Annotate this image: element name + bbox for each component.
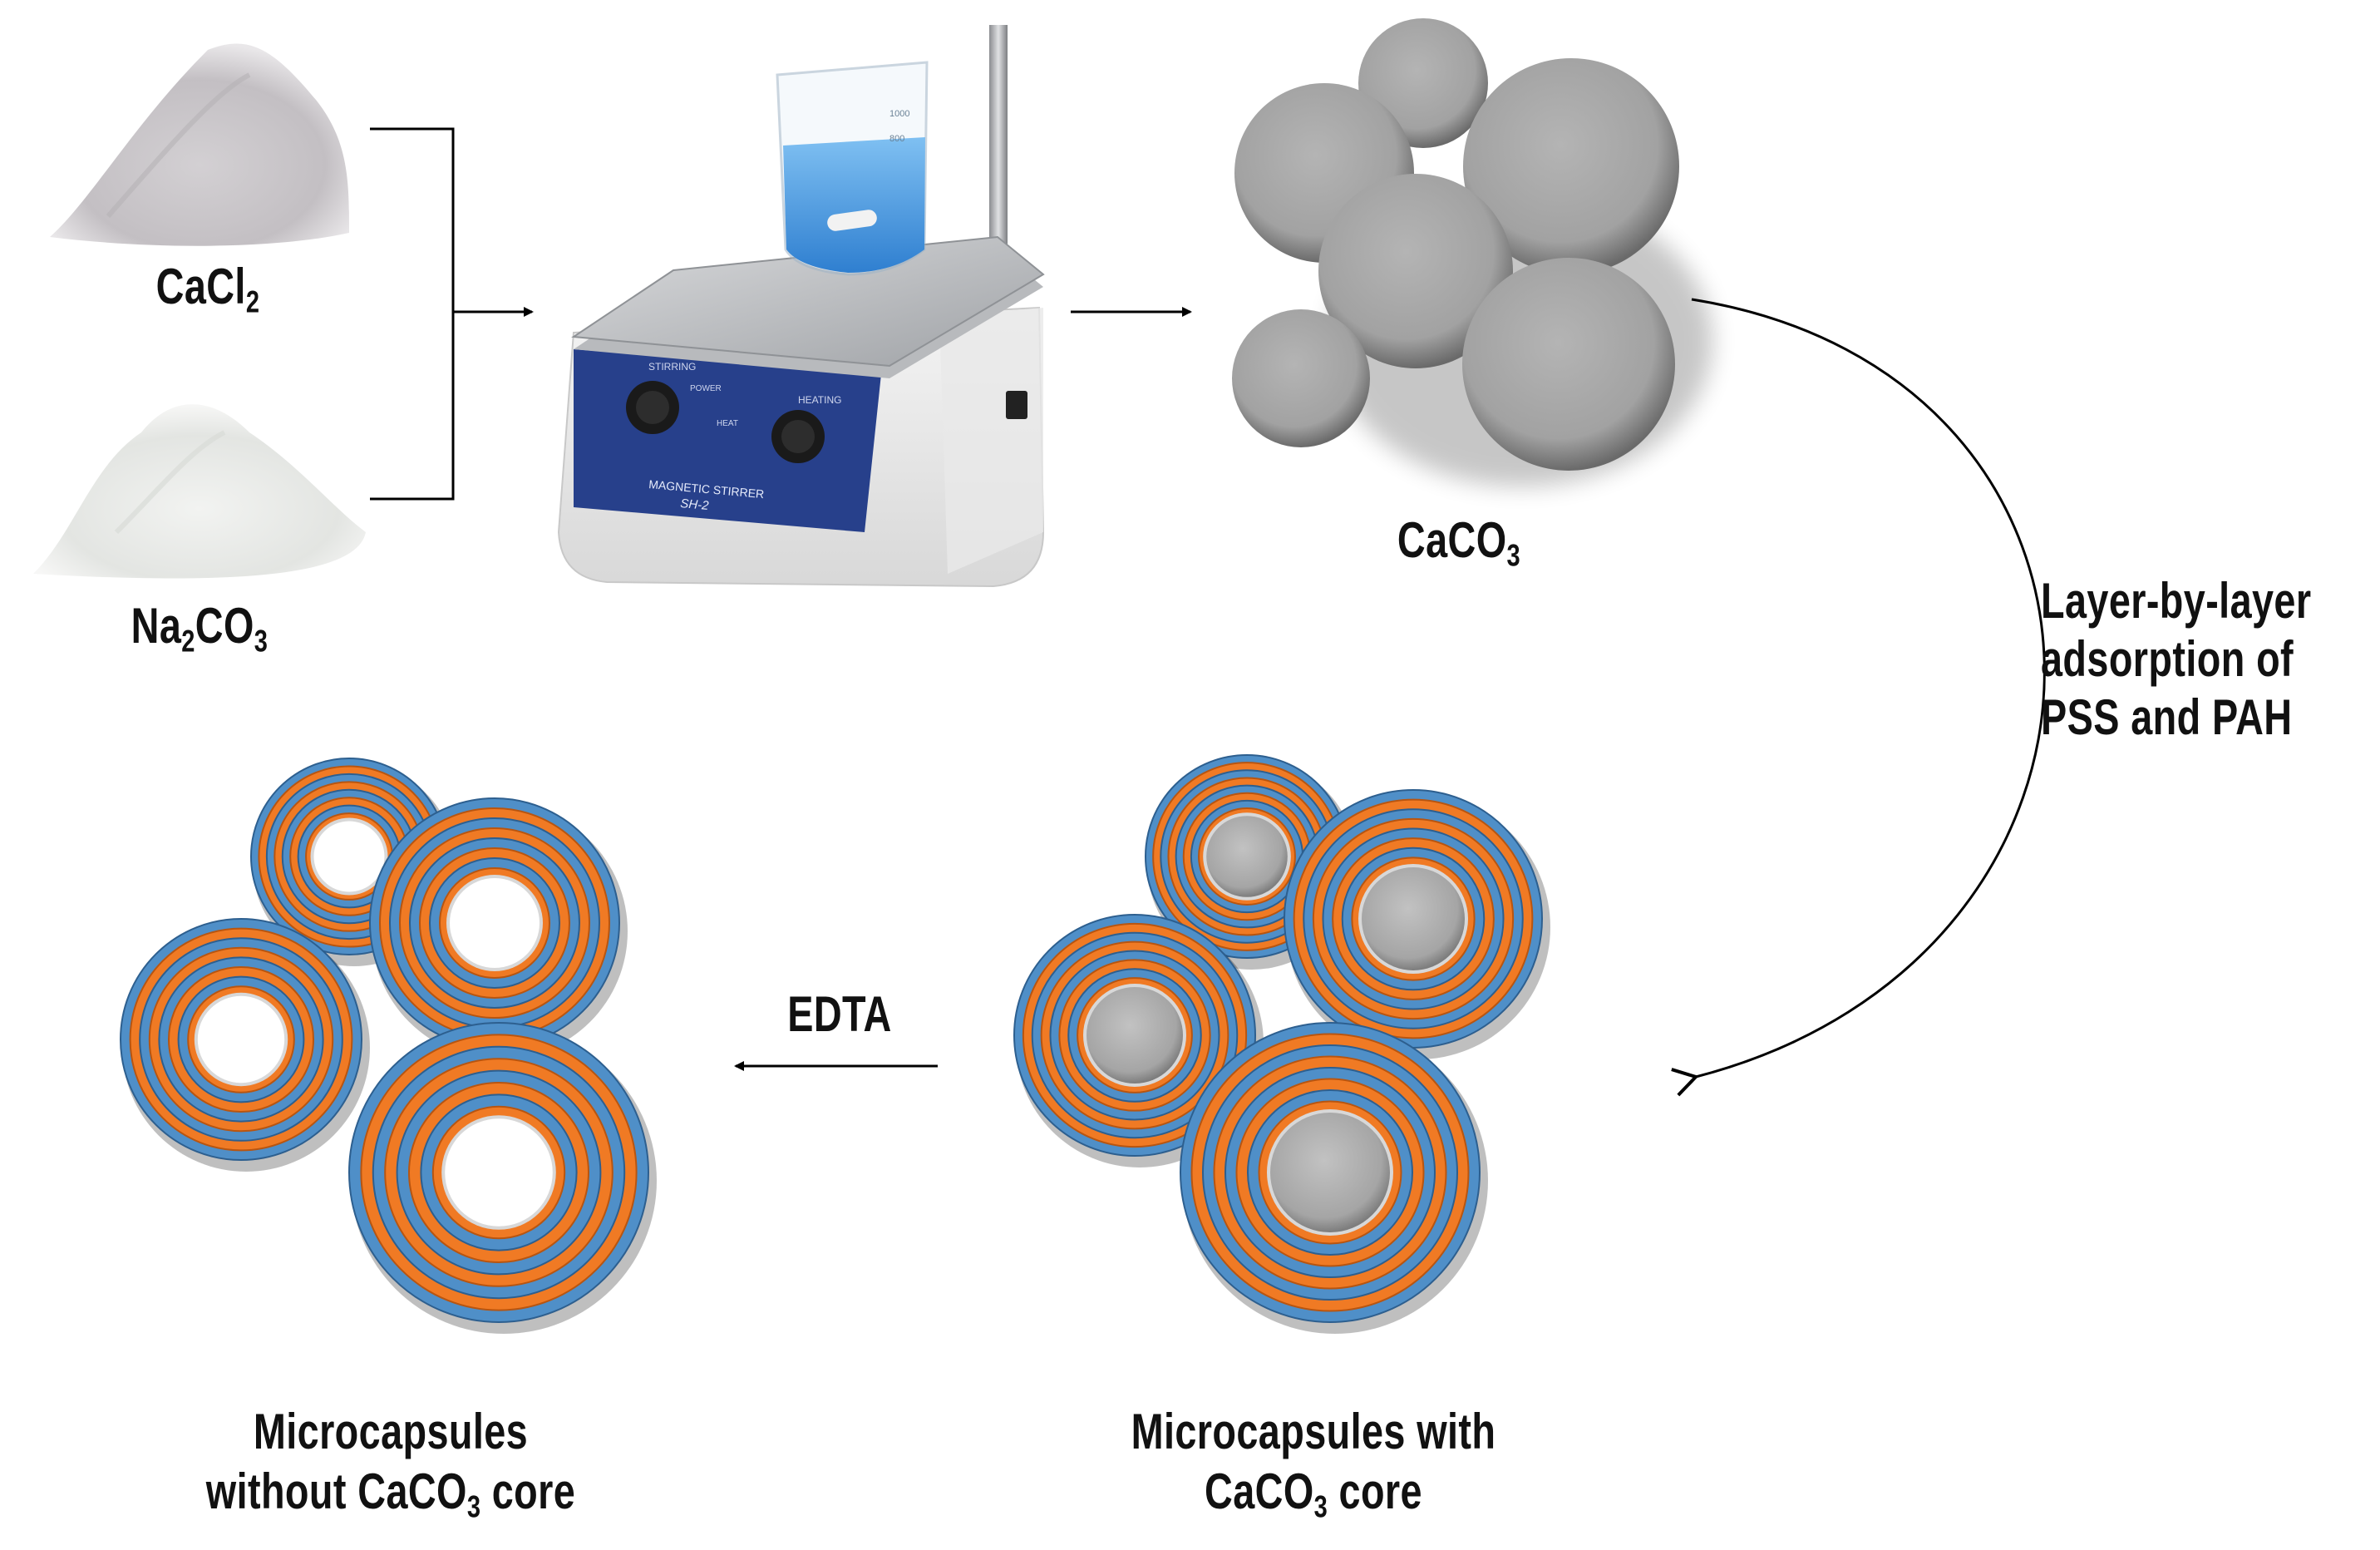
with-core-line-1: Microcapsules with	[1131, 1404, 1496, 1459]
hollow-capsule	[120, 918, 370, 1172]
hollow-capsule	[369, 797, 628, 1059]
hollow-capsule	[250, 758, 456, 966]
capsules-without-core-icon	[120, 758, 657, 1334]
particle	[1318, 174, 1513, 368]
particle	[1232, 309, 1370, 447]
empty-core	[313, 821, 385, 892]
reagent-bracket	[370, 127, 534, 501]
na2co3-powder-icon	[33, 404, 366, 579]
beaker-mark-800: 800	[889, 134, 904, 144]
capsules-with-core-icon	[1013, 754, 1550, 1334]
caco3-core	[1362, 867, 1465, 970]
core-capsule	[1284, 789, 1550, 1059]
lbl-step-line-1: Layer-by-layer	[2041, 573, 2312, 629]
without-core-label: Microcapsules without CaCO3 core	[190, 1402, 592, 1522]
na2co3-label: Na2CO3	[131, 598, 269, 659]
with-core-line-2: CaCO3 core	[1205, 1464, 1422, 1524]
stirrer-model-label: SH-2	[680, 496, 710, 513]
core-capsule	[1180, 1022, 1488, 1334]
stirrer-knob-right-label: HEATING	[798, 394, 841, 406]
without-core-line-1: Microcapsules	[253, 1404, 529, 1459]
lbl-step-line-2: adsorption of	[2041, 631, 2294, 687]
stirrer-power-label: POWER	[690, 384, 722, 393]
empty-core	[445, 1118, 553, 1227]
particle	[1463, 58, 1679, 274]
beaker-icon: 1000 800	[776, 61, 929, 276]
stirrer-knob-left-label: STIRRING	[648, 361, 696, 373]
lbl-step-line-3: PSS and PAH	[2041, 689, 2293, 745]
particle	[1462, 258, 1675, 471]
edta-label: EDTA	[787, 986, 892, 1042]
hollow-capsule	[348, 1022, 657, 1334]
cacl2-label: CaCl2	[155, 259, 260, 319]
core-capsule	[1013, 914, 1264, 1167]
caco3-core	[1270, 1113, 1390, 1232]
without-core-line-2: without CaCO3 core	[205, 1464, 576, 1524]
magnetic-stirrer-icon: STIRRING HEATING POWER HEAT MAGNETIC STI…	[557, 25, 1045, 588]
caco3-core	[1087, 987, 1183, 1084]
caco3-label: CaCO3	[1397, 512, 1521, 573]
with-core-label: Microcapsules with CaCO3 core	[1112, 1402, 1515, 1522]
lbl-curved-arrow	[1671, 298, 2046, 1097]
caco3-particle-cluster-icon	[1232, 18, 1712, 486]
beaker-mark-1000: 1000	[889, 109, 909, 119]
lbl-step-label: Layer-by-layer adsorption of PSS and PAH	[2041, 572, 2311, 747]
caco3-core	[1206, 816, 1288, 897]
cacl2-powder-icon	[50, 43, 349, 246]
stirrer-heat-label: HEAT	[717, 419, 738, 428]
empty-core	[197, 995, 285, 1084]
empty-core	[450, 878, 540, 968]
